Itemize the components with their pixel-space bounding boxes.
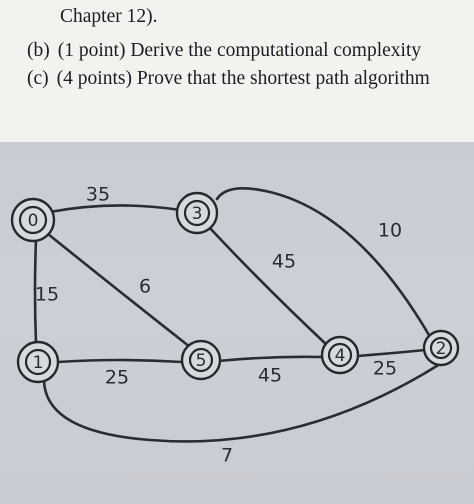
- question-line-b: (b) (1 point) Derive the computational co…: [27, 40, 421, 62]
- edge-0-1: [33, 237, 38, 345]
- node-3-label: 3: [192, 204, 203, 224]
- edge-0-3: [48, 204, 182, 214]
- question-text: Chapter 12). (b) (1 point) Derive the com…: [0, 0, 474, 142]
- node-3: 3: [175, 191, 219, 235]
- node-2: 2: [422, 329, 460, 367]
- node-0: 0: [10, 197, 56, 243]
- edges: [33, 186, 442, 443]
- edge-3-4: [206, 224, 331, 349]
- weight-3-4: 45: [272, 251, 296, 273]
- node-4: 4: [320, 335, 360, 375]
- node-0-label: 0: [28, 211, 39, 231]
- edge-3-2: [215, 186, 435, 344]
- question-line-chapter: Chapter 12).: [60, 6, 157, 28]
- node-2-label: 2: [436, 339, 447, 359]
- weight-4-2: 25: [373, 358, 397, 380]
- weight-0-3: 35: [86, 184, 110, 206]
- weight-5-4: 45: [258, 365, 282, 387]
- question-line-c: (c) (4 points) Prove that the shortest pa…: [27, 68, 430, 90]
- part-c-marker: (c): [27, 68, 49, 89]
- part-b-marker: (b): [27, 40, 50, 61]
- weight-0-1: 15: [35, 284, 59, 306]
- graph-diagram: 35 15 6 45 10 25 45 25 7 0 3: [10, 184, 460, 467]
- edge-0-5: [46, 232, 192, 349]
- part-c-text: (4 points) Prove that the shortest path …: [56, 68, 430, 89]
- weight-3-2: 10: [378, 220, 402, 242]
- edge-1-2: [42, 362, 442, 443]
- node-1-label: 1: [33, 353, 44, 373]
- node-4-label: 4: [335, 346, 346, 366]
- weight-1-5: 25: [105, 367, 129, 389]
- edge-4-2: [356, 348, 427, 358]
- edge-5-4: [216, 355, 324, 363]
- node-5: 5: [180, 339, 222, 381]
- nodes: 0 3 1 5: [10, 191, 460, 384]
- weight-0-5: 6: [139, 276, 151, 298]
- graph-photo: 35 15 6 45 10 25 45 25 7 0 3: [0, 142, 474, 504]
- chapter-text: Chapter 12).: [60, 6, 158, 27]
- node-5-label: 5: [196, 351, 207, 371]
- weight-1-2: 7: [221, 445, 233, 467]
- edge-weights: 35 15 6 45 10 25 45 25 7: [35, 184, 402, 467]
- node-1: 1: [16, 340, 60, 384]
- part-b-text: (1 point) Derive the computational compl…: [57, 40, 422, 61]
- edge-1-5: [56, 358, 184, 364]
